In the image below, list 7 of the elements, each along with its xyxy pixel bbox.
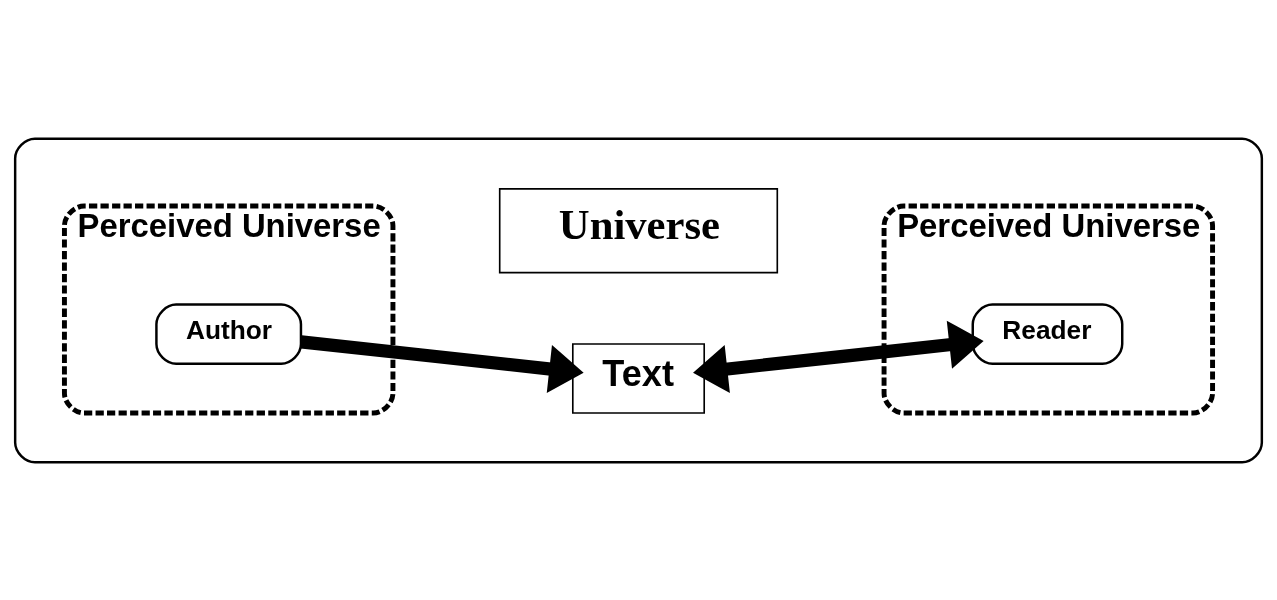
node-box: Author <box>155 302 303 365</box>
node-box: Reader <box>971 302 1124 365</box>
arrow <box>300 334 584 393</box>
cluster <box>13 137 1264 464</box>
arrow <box>693 320 984 393</box>
node-box: Text <box>571 342 706 414</box>
node-box: Universe <box>498 187 779 273</box>
